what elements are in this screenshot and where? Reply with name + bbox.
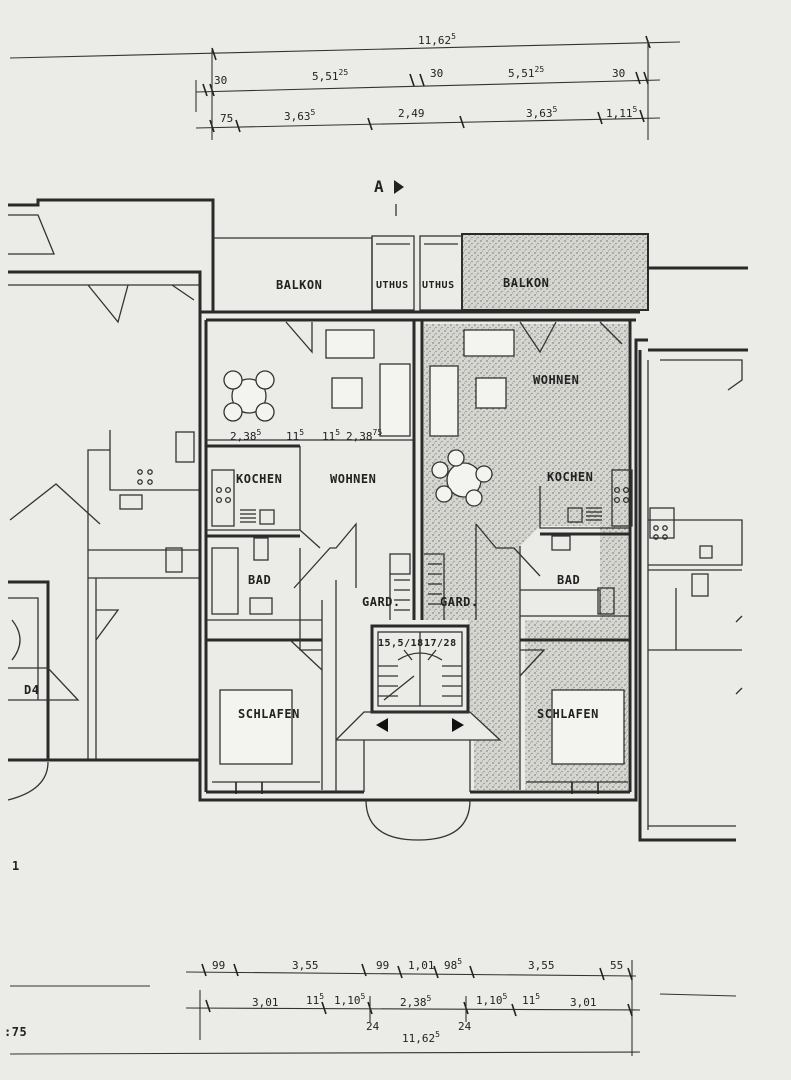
- room-label-wohnen-left: WOHNEN: [330, 472, 376, 486]
- room-label-bad-left: BAD: [248, 573, 271, 587]
- dimension-interior-2: 115: [322, 428, 340, 443]
- dimension-labels: 11,625 30 5,5125 30 5,5125 30 75 3,635 2,49 3,635…: [212, 32, 638, 1045]
- dimension-superscript: 75: [373, 428, 383, 437]
- dimension-superscript: 5: [361, 992, 366, 1001]
- room-label-balkon-left: BALKON: [276, 278, 322, 292]
- neighbor-right: [638, 266, 748, 842]
- dimension-interior-1: 115: [286, 428, 304, 443]
- dimension-superscript: 5: [553, 105, 558, 114]
- room-label-bad-right: BAD: [557, 573, 580, 587]
- right-apartment: [429, 321, 633, 794]
- dimension-superscript: 5: [335, 428, 340, 437]
- dimension-bottom-8: 115: [306, 992, 324, 1007]
- page-number: 1: [12, 859, 20, 873]
- dimension-bottom-5: 3,55: [528, 959, 555, 972]
- room-label-kochen-left: KOCHEN: [236, 472, 282, 486]
- dimension-bottom-10: 2,385: [400, 994, 432, 1009]
- left-dining-table: [223, 370, 275, 422]
- dimension-superscript: 5: [451, 32, 456, 41]
- dimension-bottom-16: 11,625: [402, 1030, 440, 1045]
- room-label-kochen-right: KOCHEN: [547, 470, 593, 484]
- neighbor-right-hob: [653, 525, 668, 540]
- side-marker: D4: [24, 683, 39, 697]
- room-label-schlafen-left: SCHLAFEN: [238, 707, 300, 721]
- room-label-uthus-right: UTHUS: [422, 280, 455, 291]
- dimension-top-4: 5,5125: [508, 65, 544, 80]
- left-wardrobe-hatching: [394, 579, 410, 611]
- room-label-schlafen-right: SCHLAFEN: [537, 707, 599, 721]
- dimension-superscript: 5: [319, 992, 324, 1001]
- right-dining-table: [431, 449, 493, 507]
- entrance: [335, 711, 502, 841]
- section-marker-label: A: [374, 177, 384, 196]
- room-label-stair-right: 17/28: [424, 638, 457, 649]
- dimension-bottom-13: 3,01: [570, 996, 597, 1009]
- dimension-superscript: 5: [435, 1030, 440, 1039]
- dimension-top-6: 75: [220, 112, 233, 125]
- dimension-bottom-3: 1,01: [408, 959, 435, 972]
- right-kitchen-hob: [613, 486, 630, 504]
- dimension-bottom-15: 24: [458, 1020, 472, 1033]
- dimension-top-7: 3,635: [284, 108, 316, 123]
- dimension-superscript: 5: [311, 108, 316, 117]
- dimension-bottom-6: 55: [610, 959, 623, 972]
- left-apartment: [206, 321, 414, 794]
- dimension-top-10: 1,115: [606, 105, 638, 120]
- dimension-bottom-12: 115: [522, 992, 540, 1007]
- room-label-gard-right: GARD.: [440, 595, 479, 609]
- dimension-top-5: 30: [612, 67, 625, 80]
- dimension-top-3: 30: [430, 67, 443, 80]
- dimension-interior-0: 2,385: [230, 428, 262, 443]
- room-label-stair-left: 15,5/18: [378, 638, 424, 649]
- dimension-bottom-11: 1,105: [476, 992, 508, 1007]
- dimension-bottom-4: 985: [444, 957, 462, 972]
- dimension-bottom-2: 99: [376, 959, 389, 972]
- dimension-bottom-9: 1,105: [334, 992, 366, 1007]
- right-kitchen-counter-lines: [586, 507, 602, 521]
- dimension-superscript: 5: [457, 957, 462, 966]
- right-apartment-floor: [424, 324, 628, 790]
- dimension-superscript: 5: [299, 428, 304, 437]
- door-arrow-left-icon: [376, 718, 388, 732]
- dimension-bottom-1: 3,55: [292, 959, 319, 972]
- left-kitchen-counter-lines: [240, 509, 256, 523]
- balkon-right-area: [461, 233, 649, 311]
- door-arrow-right-icon: [452, 718, 464, 732]
- section-marker: A: [374, 177, 404, 216]
- dimension-interior-3: 2,3875: [346, 428, 382, 443]
- dimension-bottom-0: 99: [212, 959, 225, 972]
- dimension-superscript: 5: [535, 992, 540, 1001]
- dimension-superscript: 5: [633, 105, 638, 114]
- right-wardrobe-hatching: [428, 563, 442, 605]
- room-label-balkon-right: BALKON: [503, 276, 549, 290]
- dimension-top-2: 5,5125: [312, 68, 348, 83]
- scale-label: :75: [4, 1025, 27, 1039]
- dimension-bottom-7: 3,01: [252, 996, 279, 1009]
- dimension-top-1: 30: [214, 74, 227, 87]
- left-kitchen-hob: [215, 486, 232, 504]
- room-label-wohnen-right: WOHNEN: [533, 373, 579, 387]
- dimension-superscript: 25: [339, 68, 349, 77]
- staircase: [370, 624, 470, 714]
- dimension-superscript: 5: [257, 428, 262, 437]
- neighbor-left-hob: [137, 469, 153, 485]
- dimension-bottom-14: 24: [366, 1020, 380, 1033]
- dimension-superscript: 25: [535, 65, 545, 74]
- dimension-top-8: 2,49: [398, 107, 425, 120]
- dimension-superscript: 5: [503, 992, 508, 1001]
- dimension-superscript: 5: [427, 994, 432, 1003]
- bottom-dimension-lines: [9, 960, 737, 1056]
- dimension-top-9: 3,635: [526, 105, 558, 120]
- room-label-uthus-left: UTHUS: [376, 280, 409, 291]
- neighbor-left: D4: [7, 198, 215, 801]
- top-dimension-lines: [9, 35, 681, 140]
- dimension-top-0: 11,625: [418, 32, 456, 47]
- room-labels: BALKON UTHUS UTHUS BALKON WOHNEN KOCHEN WOHNEN…: [236, 276, 599, 721]
- room-label-gard-left: GARD.: [362, 595, 401, 609]
